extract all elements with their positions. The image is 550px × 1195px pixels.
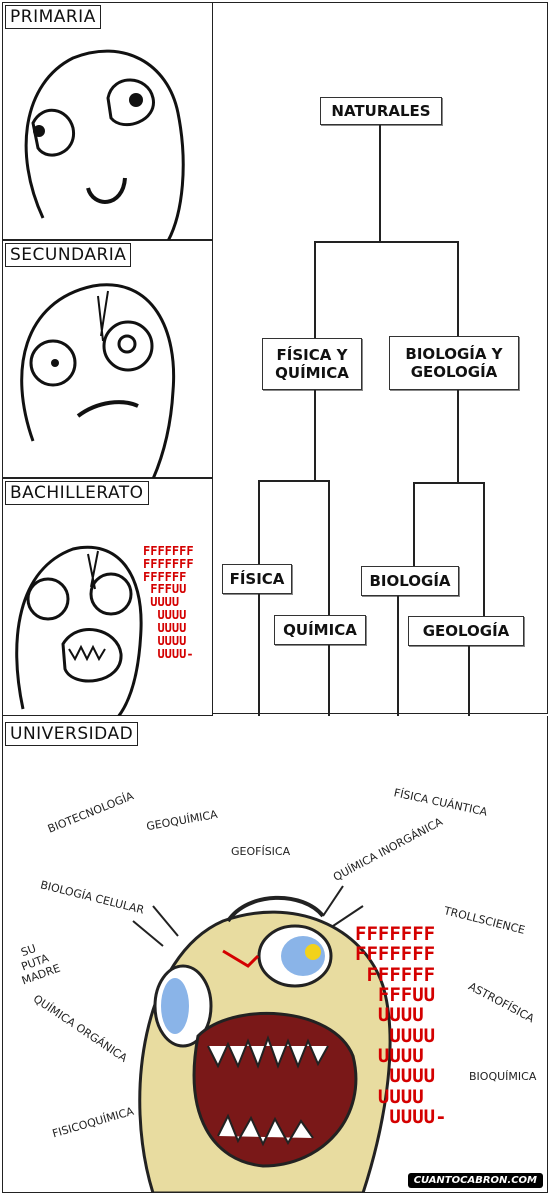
node-fisica: FÍSICA (222, 564, 292, 594)
bachillerato-label: BACHILLERATO (5, 481, 149, 505)
line-quimica-top (328, 480, 330, 615)
universidad-label: UNIVERSIDAD (5, 722, 139, 746)
line-root-down (379, 125, 381, 242)
bachillerato-panel: BACHILLERATO FFFFFFF FFFFFFF FFFFFF FFFU… (2, 478, 213, 717)
line-level2-left-h (258, 480, 330, 482)
line-fisica-top (258, 480, 260, 564)
word-bioquimica: BIOQUÍMICA (469, 1070, 537, 1083)
node-fisica-y-quimica: FÍSICA Y QUÍMICA (262, 338, 362, 390)
word-geofisica: GEOFÍSICA (231, 845, 291, 858)
secundaria-label: SECUNDARIA (5, 243, 132, 267)
cuantocabron-logo[interactable]: CUANTOCABRON.COM (407, 1173, 543, 1188)
line-biologia-bottom (397, 596, 399, 718)
big-rage-face-drawing (132, 885, 392, 1193)
node-geologia: GEOLOGÍA (408, 616, 524, 646)
line-quimica-bottom (328, 645, 330, 718)
primaria-panel: PRIMARIA (2, 2, 213, 241)
secundaria-panel: SECUNDARIA (2, 240, 213, 479)
line-fisica-bottom (258, 594, 260, 718)
line-left-down (314, 241, 316, 338)
line-level1-h (314, 241, 459, 243)
line-geologia-bottom (468, 646, 470, 718)
line-geologia-top (483, 482, 485, 616)
primaria-label: PRIMARIA (5, 5, 101, 29)
rage-text-small: FFFFFFF FFFFFFF FFFFFF FFFUU UUUU UUUU U… (143, 544, 194, 661)
happy-face-drawing (24, 49, 185, 241)
line-right-down (457, 241, 459, 336)
angry-face-drawing (20, 283, 176, 479)
universidad-panel: UNIVERSIDAD FFFFFFF FFFFFFF FFFFFF FFFUU… (2, 716, 548, 1193)
line-left-sub (314, 390, 316, 480)
line-right-sub (457, 390, 459, 482)
line-biologia-top (413, 482, 415, 566)
node-biologia-y-geologia: BIOLOGÍA Y GEOLOGÍA (389, 336, 519, 390)
node-naturales: NATURALES (320, 97, 442, 125)
node-quimica: QUÍMICA (274, 615, 366, 645)
node-biologia: BIOLOGÍA (361, 566, 459, 596)
rage-text-large: FFFFFFF FFFFFFF FFFFFF FFFUU UUUU UUUU U… (355, 923, 447, 1128)
line-level2-right-h (413, 482, 485, 484)
rage-face-drawing (15, 545, 143, 717)
